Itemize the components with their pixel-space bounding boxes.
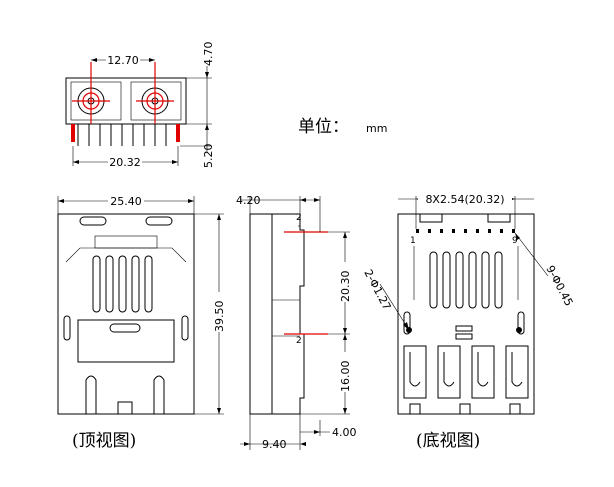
dim-length: 39.50 xyxy=(213,301,226,333)
top-vent-slots xyxy=(92,255,153,313)
bottom-body xyxy=(397,213,535,415)
top-slot-right xyxy=(145,216,173,226)
bottom-contacts xyxy=(403,345,529,399)
svg-text:2: 2 xyxy=(296,213,302,223)
hole-pins-label: 9-Φ0.45 xyxy=(543,263,575,308)
top-latch-window xyxy=(77,319,175,363)
side-view: 2 2 4.20 20.30 16.00 9.40 4.00 xyxy=(236,194,357,451)
dim-side-bottom-b: 4.00 xyxy=(332,426,357,439)
bottom-pin-holes xyxy=(416,229,515,233)
unit-label: 单位： xyxy=(298,117,349,137)
dim-width: 25.40 xyxy=(110,195,142,208)
dim-pin-len: 5.20 xyxy=(202,144,215,169)
caption-bottom-view: (底视图) xyxy=(416,431,480,451)
dim-pitch-top: 12.70 xyxy=(107,54,139,67)
dim-side-bottom-a: 9.40 xyxy=(262,438,287,451)
pin-label-last: 9 xyxy=(512,236,518,246)
top-label-area xyxy=(94,235,158,249)
dim-side-upper: 20.30 xyxy=(339,271,352,303)
bottom-view: 1 9 xyxy=(361,192,576,415)
bottom-vent-slots xyxy=(429,251,503,309)
top-slot-left xyxy=(79,216,107,226)
caption-top-view: (顶视图) xyxy=(72,431,136,451)
top-latch xyxy=(109,323,141,333)
pin-label-first: 1 xyxy=(410,236,416,246)
dim-side-top: 4.20 xyxy=(236,194,261,207)
front-pins xyxy=(71,124,180,146)
top-body xyxy=(57,213,195,415)
svg-text:2: 2 xyxy=(296,336,302,346)
dim-pin-pitch: 8X2.54(20.32) xyxy=(425,193,504,206)
unit-value: mm xyxy=(366,122,387,135)
hole-small-label: 2-Φ1.27 xyxy=(361,267,393,312)
side-body xyxy=(272,213,305,415)
dim-pin-span: 20.32 xyxy=(109,156,141,169)
dim-height-top: 4.70 xyxy=(202,42,215,67)
front-view: 12.70 20.32 4.70 5.20 xyxy=(65,42,215,169)
front-body xyxy=(65,77,187,125)
front-port-right xyxy=(130,81,182,121)
top-view: 25.40 39.50 xyxy=(57,195,226,415)
front-port-left xyxy=(70,81,122,121)
dim-side-lower: 16.00 xyxy=(339,361,352,393)
